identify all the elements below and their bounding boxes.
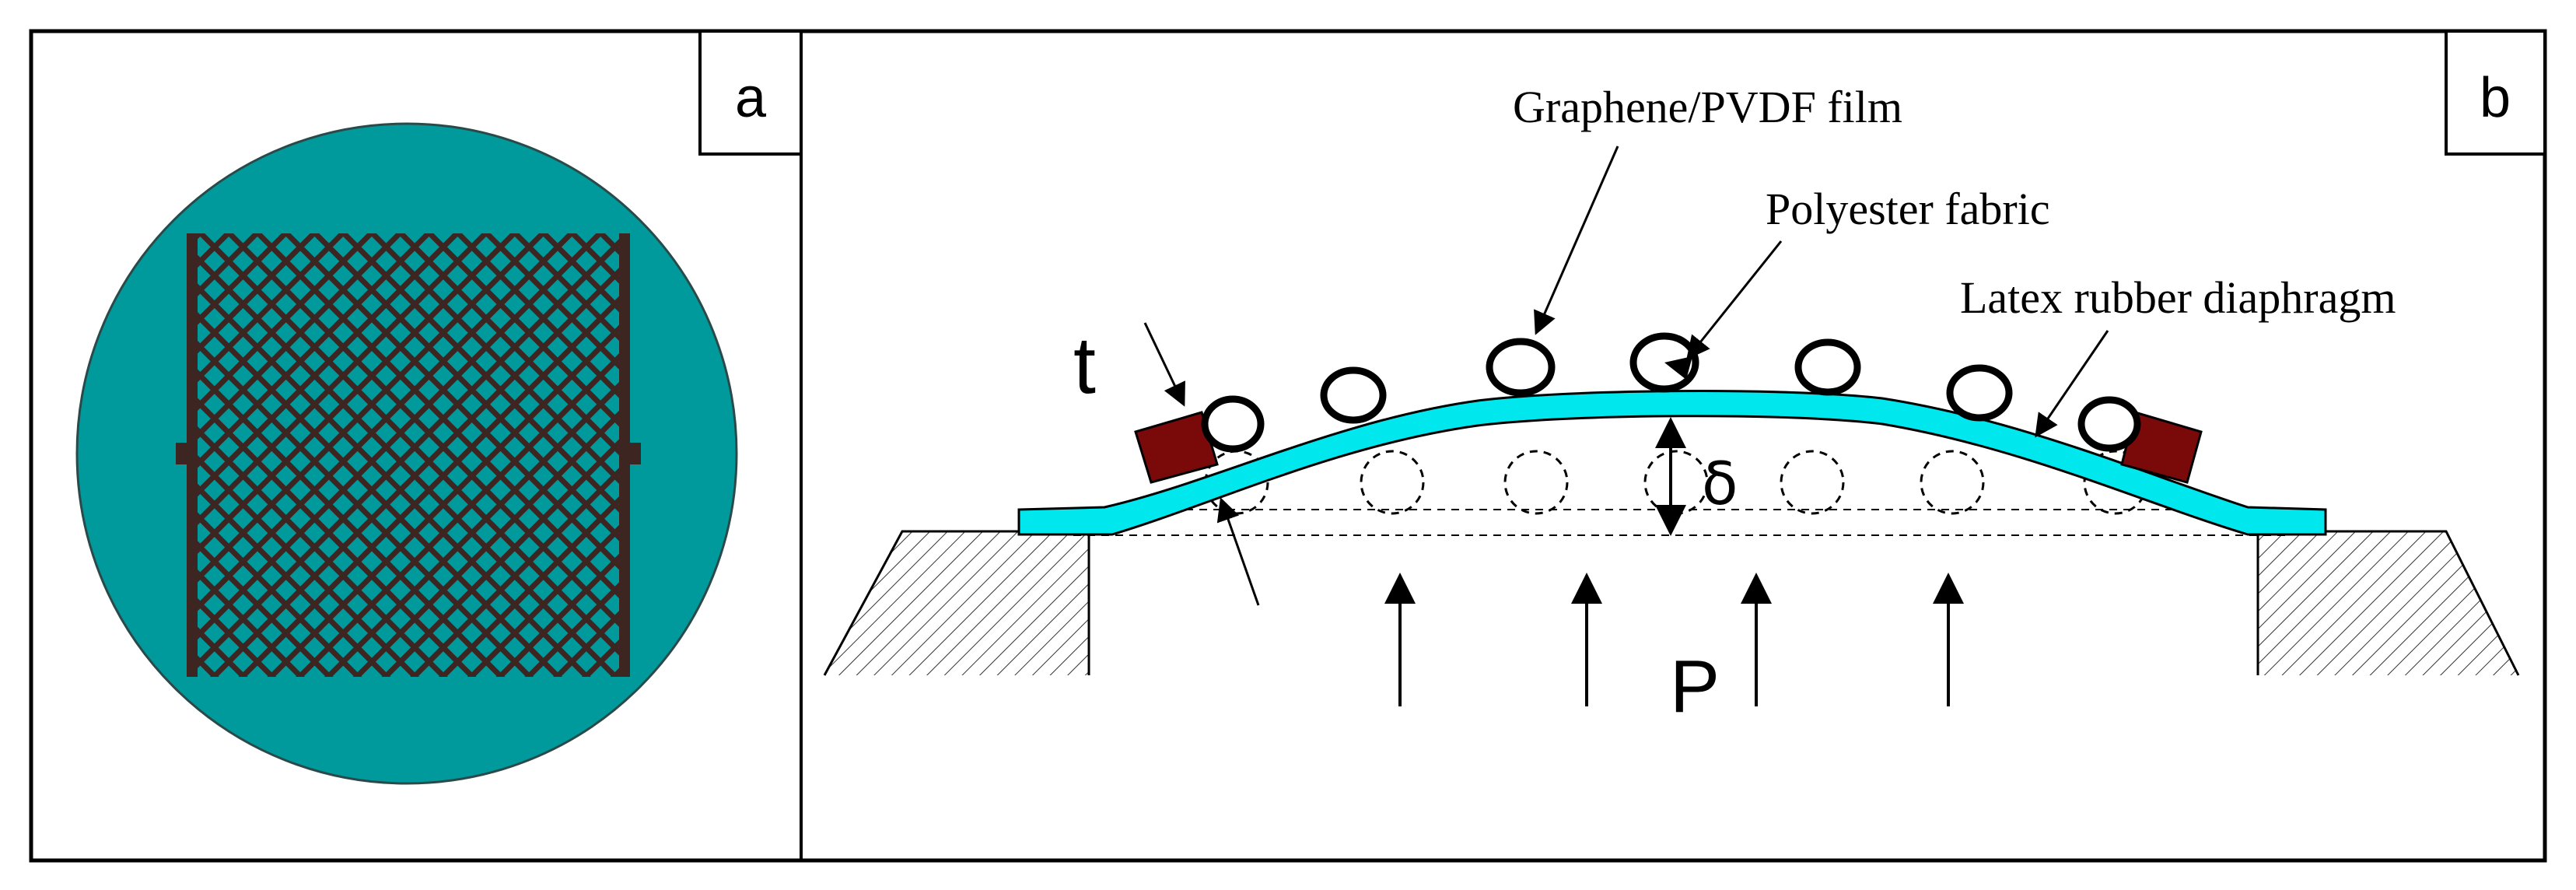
panel-a-label: a [735, 67, 767, 129]
support-right [2256, 530, 2520, 676]
fiber-cross-section-wedge [1664, 356, 1692, 380]
dashed-fiber [1920, 450, 1985, 515]
diaphragm-leader [2035, 330, 2109, 438]
panel-b-label-box [2445, 30, 2546, 156]
conductive-mesh [194, 233, 621, 677]
latex-diaphragm [1017, 390, 2327, 536]
fiber [1320, 366, 1387, 424]
fiber [1486, 338, 1556, 397]
panel-a: a [75, 30, 803, 785]
thickness-arrow-top [1143, 322, 1185, 407]
thickness-label: t [1073, 321, 1096, 411]
dashed-fiber [1360, 450, 1425, 515]
film-leader [1534, 145, 1619, 335]
dashed-fiber [1503, 450, 1569, 515]
panel-b: b [823, 30, 2546, 728]
dashed-fiber [1780, 450, 1845, 515]
film-label: Graphene/PVDF film [1513, 82, 1902, 132]
figure-frame [29, 29, 2547, 863]
electrode-left [187, 233, 198, 677]
thickness-arrow-bottom [1216, 497, 1260, 606]
panel-b-label: b [2480, 67, 2511, 129]
clamp-left [1134, 411, 1219, 484]
fabric-label: Polyester fabric [1766, 184, 2050, 234]
electrode-left-tab [176, 443, 190, 464]
electrode-right [619, 233, 630, 677]
deflection-label: δ [1702, 449, 1738, 518]
fabric-leader [1686, 240, 1783, 360]
panel-a-label-box [698, 30, 803, 156]
fiber [1794, 338, 1861, 396]
support-left [823, 530, 1090, 676]
pressure-arrows [1384, 573, 1964, 706]
fiber [2077, 396, 2141, 452]
undeformed-fibers [1204, 450, 2148, 515]
fiber [1946, 364, 2013, 422]
diaphragm-label: Latex rubber diaphragm [1960, 272, 2396, 323]
dashed-fiber [1643, 450, 1709, 515]
electrode-right-tab [627, 443, 641, 464]
fiber [1201, 395, 1265, 453]
pressure-label: P [1670, 645, 1720, 728]
